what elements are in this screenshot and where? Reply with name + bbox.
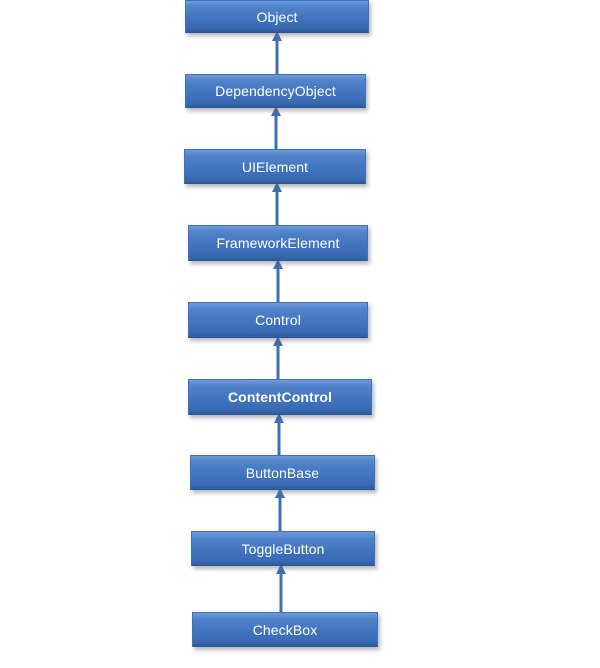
class-node-label: ToggleButton [241, 540, 325, 557]
arrow-dependencyobject-to-object [272, 31, 282, 76]
class-node-contentcontrol[interactable]: ContentControl [188, 379, 372, 415]
class-node-label: CheckBox [252, 621, 318, 638]
class-node-label: Control [255, 312, 301, 328]
class-node-togglebutton[interactable]: ToggleButton [191, 531, 375, 566]
class-node-frameworkelement[interactable]: FrameworkElement [188, 225, 368, 261]
class-node-label: DependencyObject [215, 83, 336, 99]
class-node-label: UIElement [241, 158, 309, 175]
class-node-dependencyobject[interactable]: DependencyObject [185, 74, 366, 108]
class-node-control[interactable]: Control [188, 302, 368, 338]
class-node-label: Object [256, 8, 298, 25]
arrow-checkbox-to-togglebutton [276, 564, 286, 614]
arrow-togglebutton-to-buttonbase [275, 488, 285, 533]
class-node-uielement[interactable]: UIElement [184, 149, 366, 184]
class-node-label: FrameworkElement [216, 235, 340, 251]
class-node-label: ButtonBase [245, 464, 320, 481]
arrow-uielement-to-dependencyobject [271, 106, 281, 151]
arrow-control-to-frameworkelement [273, 259, 283, 304]
arrow-buttonbase-to-contentcontrol [274, 413, 284, 457]
class-node-checkbox[interactable]: CheckBox [192, 612, 378, 647]
class-node-object[interactable]: Object [185, 0, 369, 33]
class-node-label: ContentControl [227, 389, 333, 405]
class-node-buttonbase[interactable]: ButtonBase [190, 455, 375, 490]
arrow-contentcontrol-to-control [273, 336, 283, 381]
arrow-frameworkelement-to-uielement [272, 182, 282, 227]
